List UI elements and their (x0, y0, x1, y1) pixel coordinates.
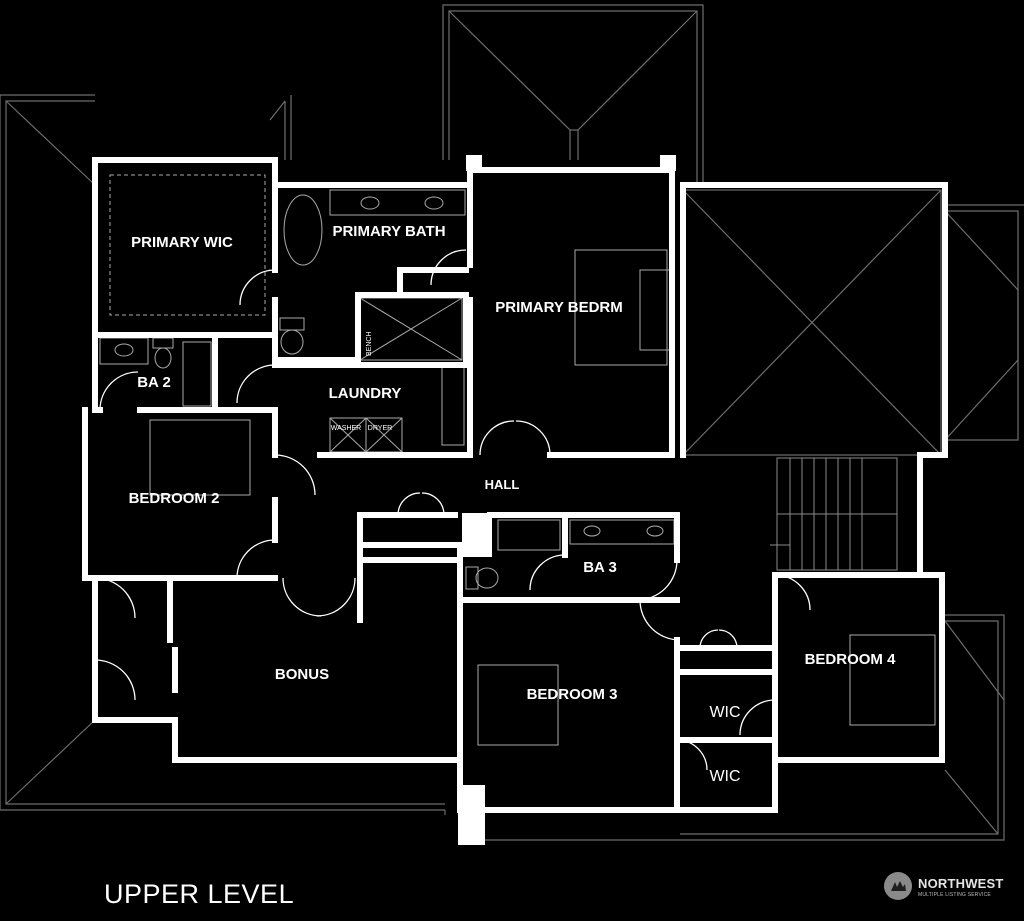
room-label-bedroom3: BEDROOM 3 (527, 686, 618, 703)
room-label-primary-bedrm: PRIMARY BEDRM (495, 299, 623, 316)
room-label-wic-upper: WIC (709, 704, 740, 721)
fixture-label-washer: WASHER (331, 425, 361, 432)
door-swings (94, 249, 811, 771)
room-label-bonus: BONUS (275, 666, 329, 683)
room-label-hall: HALL (485, 477, 520, 492)
columns (458, 155, 676, 845)
walls (82, 157, 948, 813)
level-title: UPPER LEVEL (104, 879, 295, 909)
room-label-primary-wic: PRIMARY WIC (131, 234, 233, 251)
roof-outline (0, 4, 1024, 841)
room-label-ba2: BA 2 (137, 374, 171, 391)
room-label-primary-bath: PRIMARY BATH (332, 223, 445, 240)
room-label-bedroom4: BEDROOM 4 (805, 651, 897, 668)
room-label-ba3: BA 3 (583, 559, 617, 576)
mls-logo-subtitle: MULTIPLE LISTING SERVICE (918, 892, 991, 898)
stairs (770, 457, 898, 571)
fixture-label-bench: BENCH (366, 331, 373, 356)
fixture-label-dryer: DRYER (368, 425, 392, 432)
mls-logo: NORTHWEST MULTIPLE LISTING SERVICE (884, 871, 1024, 903)
room-label-bedroom2: BEDROOM 2 (129, 490, 220, 507)
room-label-wic-lower: WIC (709, 768, 740, 785)
mls-logo-icon (884, 872, 912, 900)
mls-logo-name: NORTHWEST (918, 876, 1004, 891)
room-label-laundry: LAUNDRY (329, 385, 402, 402)
